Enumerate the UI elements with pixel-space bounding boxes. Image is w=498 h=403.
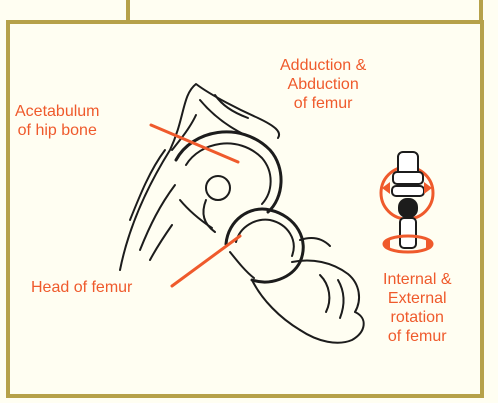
acetabulum-label: Acetabulum of hip bone [15,102,100,140]
rotation-label-line-3: rotation [383,308,451,327]
acetabulum-label-line-2: of hip bone [15,121,100,140]
ring-middle [392,186,424,196]
abduction-label-line-3: of femur [280,94,366,113]
rotation-label-line-1: Internal & [383,270,451,289]
abduction-label-line-1: Adduction & [280,56,366,75]
ring-upper [393,172,423,184]
abduction-label: Adduction & Abduction of femur [280,56,366,113]
abduction-label-line-2: Abduction [280,75,366,94]
head-label-line-1: Head of femur [31,278,132,297]
rotation-label-line-2: External [383,289,451,308]
rotation-label-line-4: of femur [383,327,451,346]
ball-joint [398,198,418,218]
lower-bone-segment [400,218,416,248]
rotation-label: Internal & External rotation of femur [383,270,451,346]
acetabulum-label-line-1: Acetabulum [15,102,100,121]
head-label: Head of femur [31,278,132,297]
